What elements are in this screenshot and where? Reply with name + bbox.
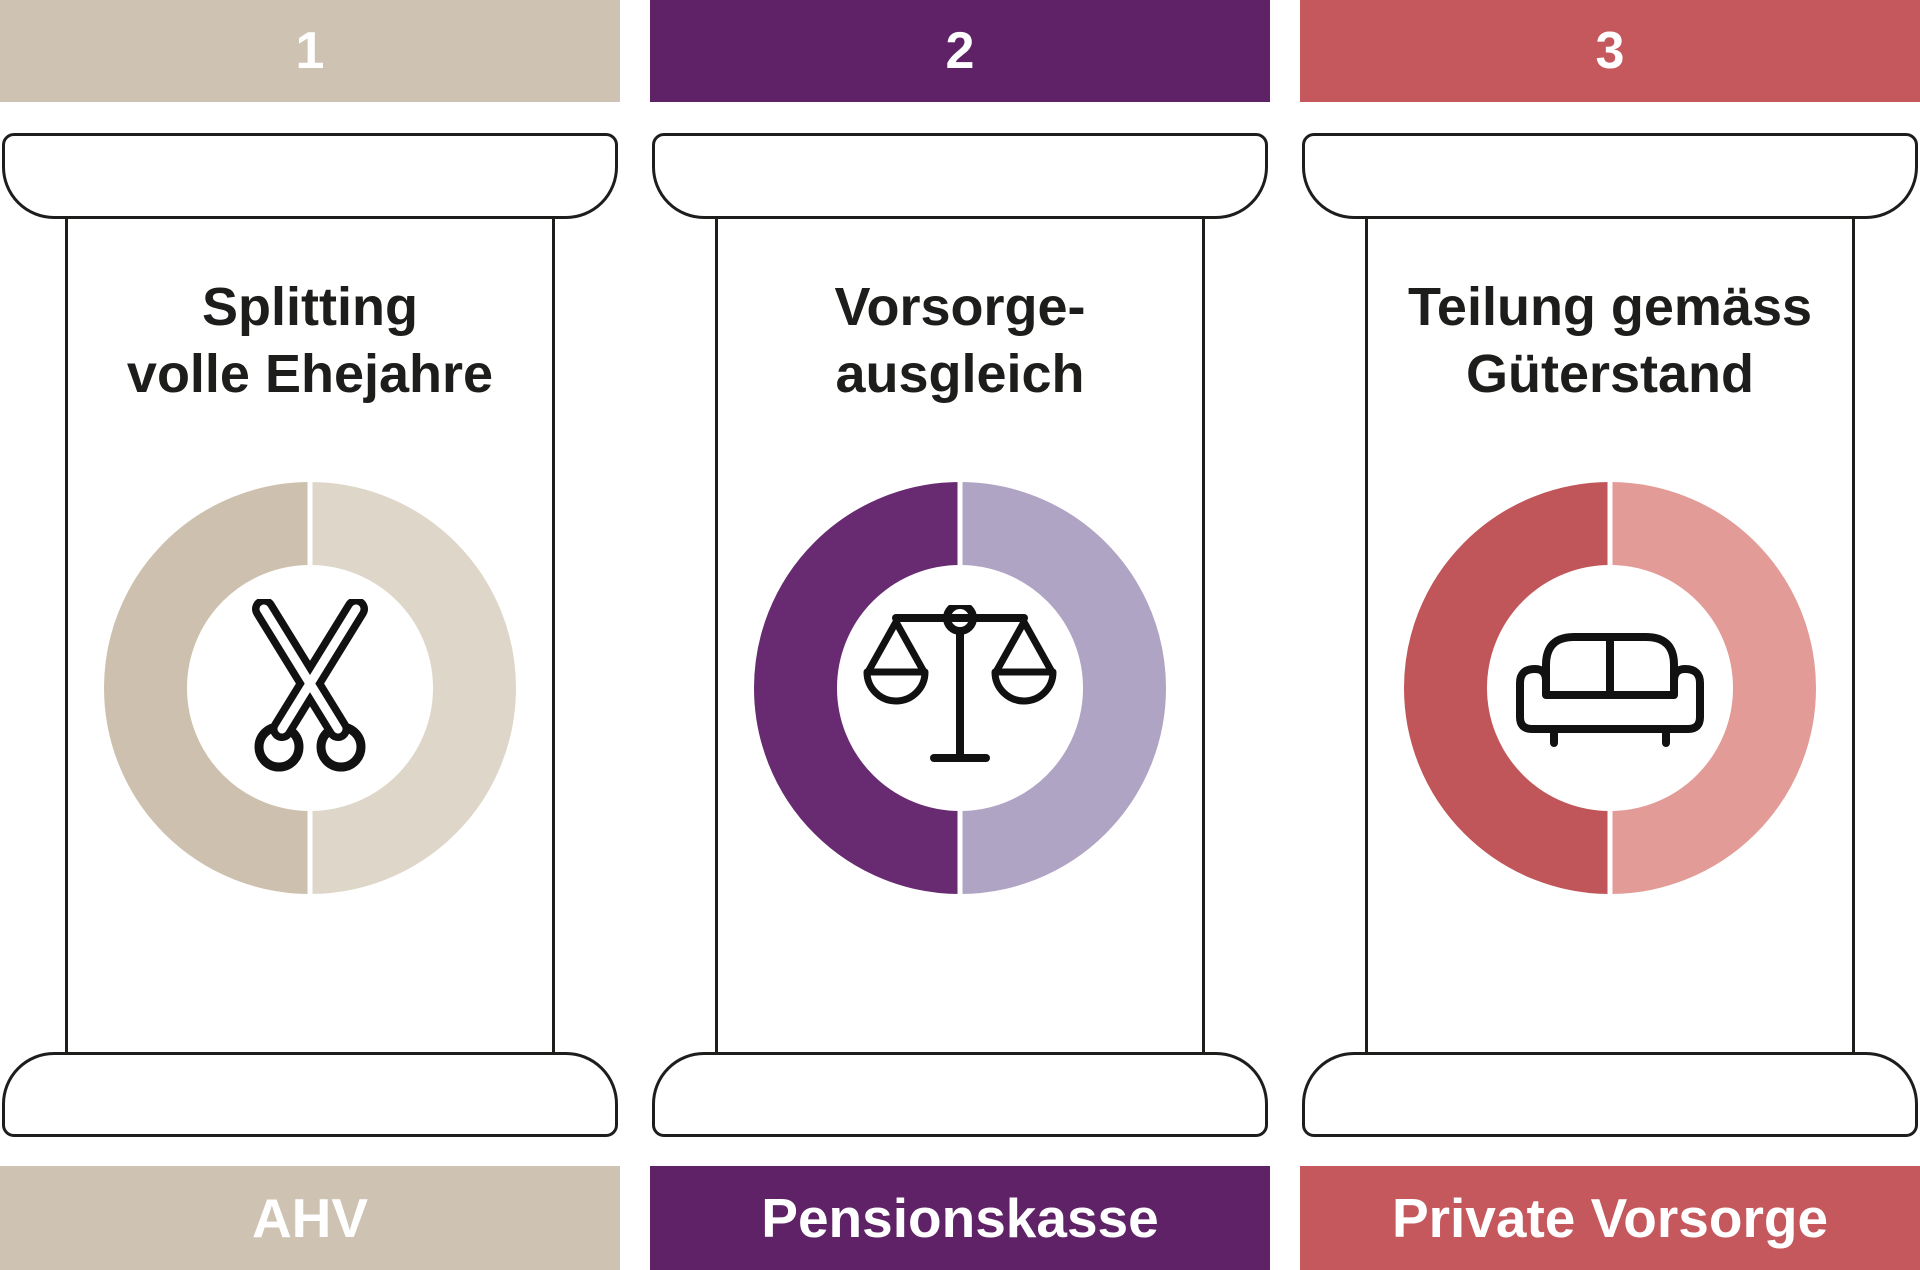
pillar-title-line2: Güterstand — [1465, 343, 1755, 404]
pillar-capital — [652, 133, 1268, 219]
pillar-footer-bar: Pensionskasse — [650, 1166, 1270, 1270]
pillar-footer-label: Private Vorsorge — [1391, 1187, 1829, 1249]
pillar-footer-bar: Private Vorsorge — [1300, 1166, 1920, 1270]
pillar-capital — [1302, 133, 1918, 219]
pillar-footer-bar: AHV — [0, 1166, 620, 1270]
donut-ring — [1404, 481, 1816, 894]
pillar-title: Vorsorge-ausgleich — [718, 274, 1202, 408]
pillar-base — [2, 1052, 618, 1137]
pillar-number-bar: 3 — [1300, 0, 1920, 102]
split-donut — [104, 481, 516, 894]
pillar-number-bar: 1 — [0, 0, 620, 102]
pillar-number: 2 — [945, 22, 975, 80]
pillar-title-line1: Vorsorge- — [834, 277, 1086, 337]
pillar-title-line2: volle Ehejahre — [126, 343, 494, 404]
donut-ring — [754, 481, 1166, 894]
pillar-capital — [2, 133, 618, 219]
pillar-base — [1302, 1052, 1918, 1137]
pillar-title-line2: ausgleich — [835, 343, 1085, 404]
pillar-title-line1: Teilung gemäss — [1407, 277, 1813, 337]
pillar-number-bar: 2 — [650, 0, 1270, 102]
pillar-number: 1 — [295, 22, 325, 80]
pillar-shaft: Vorsorge-ausgleich — [715, 219, 1205, 1052]
split-donut — [754, 481, 1166, 894]
donut-ring — [104, 481, 516, 894]
pillar-number: 3 — [1595, 22, 1625, 80]
split-donut — [1404, 481, 1816, 894]
scales-icon — [862, 604, 1058, 771]
pillar-column-pensionskasse: 2 Vorsorge-ausgleich — [650, 0, 1270, 1270]
pillar-title-line1: Splitting — [202, 277, 418, 337]
sofa-icon — [1514, 627, 1706, 749]
pillar-footer-label: Pensionskasse — [761, 1187, 1159, 1249]
pillar-footer-label: AHV — [251, 1187, 369, 1249]
pillar-base — [652, 1052, 1268, 1137]
scissors-icon — [245, 598, 375, 777]
